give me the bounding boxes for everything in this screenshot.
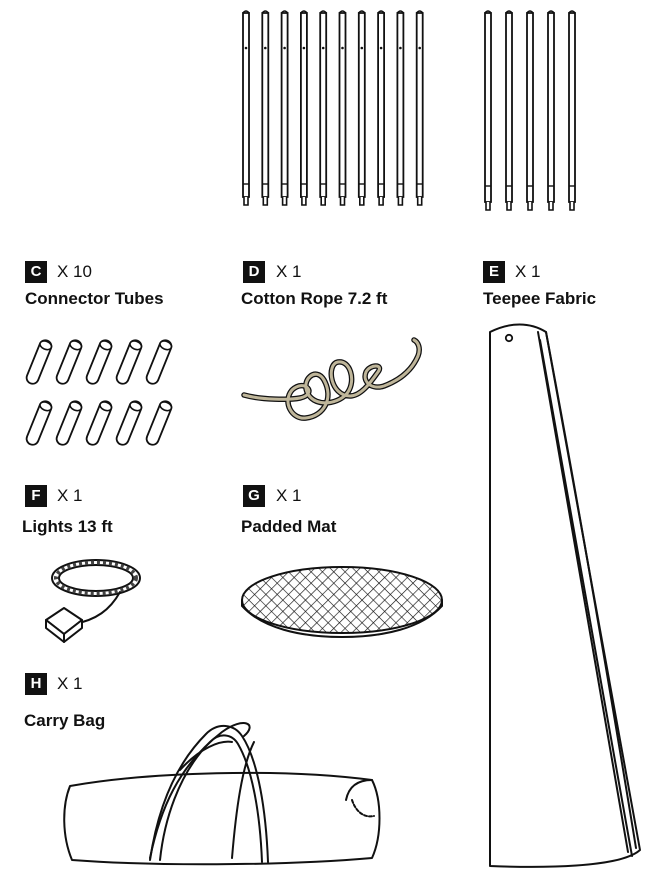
part-h-name: Carry Bag xyxy=(24,711,106,730)
long-pole xyxy=(357,10,366,206)
connector-tube xyxy=(85,400,113,446)
connector-tube xyxy=(145,339,173,385)
long-pole xyxy=(242,10,250,206)
part-c-name: Connector Tubes xyxy=(25,289,164,308)
part-h-quantity: X 1 xyxy=(57,674,83,693)
long-pole xyxy=(415,10,424,206)
connector-tube xyxy=(145,400,173,446)
long-pole xyxy=(280,10,289,206)
short-pole xyxy=(505,10,513,211)
long-pole xyxy=(396,10,405,206)
short-pole xyxy=(547,10,555,211)
connector-tube xyxy=(55,400,83,446)
pole-hole xyxy=(264,46,267,50)
part-d-quantity: X 1 xyxy=(276,262,302,281)
pole-hole xyxy=(379,46,383,50)
part-f-letter-badge: F xyxy=(25,485,47,507)
part-c-letter-badge: C xyxy=(25,261,47,283)
part-g-quantity: X 1 xyxy=(276,486,302,505)
connector-tube xyxy=(115,339,143,385)
pole-hole xyxy=(283,46,286,50)
long-pole xyxy=(261,10,270,206)
part-h-letter-badge: H xyxy=(25,673,47,695)
part-e-name: Teepee Fabric xyxy=(483,289,597,308)
pole-hole xyxy=(244,46,248,50)
part-e-quantity: X 1 xyxy=(515,262,541,281)
part-d-name: Cotton Rope 7.2 ft xyxy=(241,289,388,308)
pole-hole xyxy=(341,46,344,50)
pole-hole xyxy=(302,46,306,50)
connector-tube xyxy=(85,339,113,385)
pole-hole xyxy=(321,46,325,50)
short-pole xyxy=(568,10,576,211)
part-g-letter-badge: G xyxy=(243,485,265,507)
long-pole xyxy=(319,10,328,206)
part-c-quantity: X 10 xyxy=(57,262,92,281)
pole-hole xyxy=(360,46,364,50)
long-pole xyxy=(300,10,308,206)
part-g-name: Padded Mat xyxy=(241,517,337,536)
battery-box-icon xyxy=(45,607,83,643)
pole-hole xyxy=(399,46,402,50)
long-pole xyxy=(338,10,347,206)
part-e-letter-badge: E xyxy=(483,261,505,283)
connector-tube xyxy=(55,339,83,385)
part-f-name: Lights 13 ft xyxy=(22,517,113,536)
short-pole xyxy=(526,10,534,211)
connector-tube xyxy=(25,400,53,446)
part-f-quantity: X 1 xyxy=(57,486,83,505)
connector-tube xyxy=(115,400,143,446)
part-d-letter-badge: D xyxy=(243,261,265,283)
short-pole xyxy=(484,10,492,211)
connector-tube xyxy=(25,339,53,385)
pole-hole xyxy=(418,46,422,50)
long-pole xyxy=(377,10,385,206)
